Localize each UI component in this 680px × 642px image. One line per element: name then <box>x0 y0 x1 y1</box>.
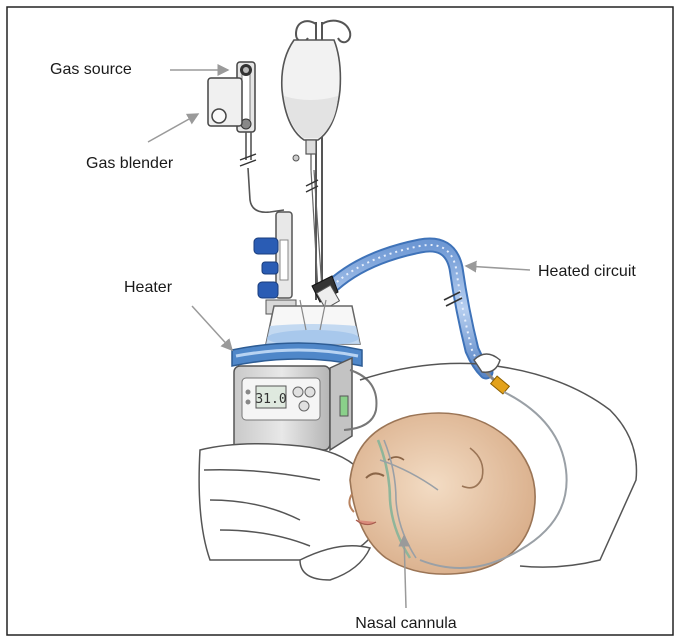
label-heater: Heater <box>124 279 173 296</box>
arrow-heater <box>192 306 232 350</box>
label-gas-blender: Gas blender <box>86 155 174 172</box>
humidifier-chamber <box>266 300 360 346</box>
label-heated-circuit: Heated circuit <box>538 263 636 280</box>
heater-display-readout: 31.0 <box>255 392 286 407</box>
arrow-heated-circuit <box>466 266 530 270</box>
heater-unit: 31.0 <box>232 343 376 450</box>
label-gas-source: Gas source <box>50 61 132 78</box>
arrow-gas-blender <box>148 114 198 142</box>
chamber-inlet-assembly <box>254 212 296 314</box>
label-nasal-cannula: Nasal cannula <box>355 615 457 632</box>
